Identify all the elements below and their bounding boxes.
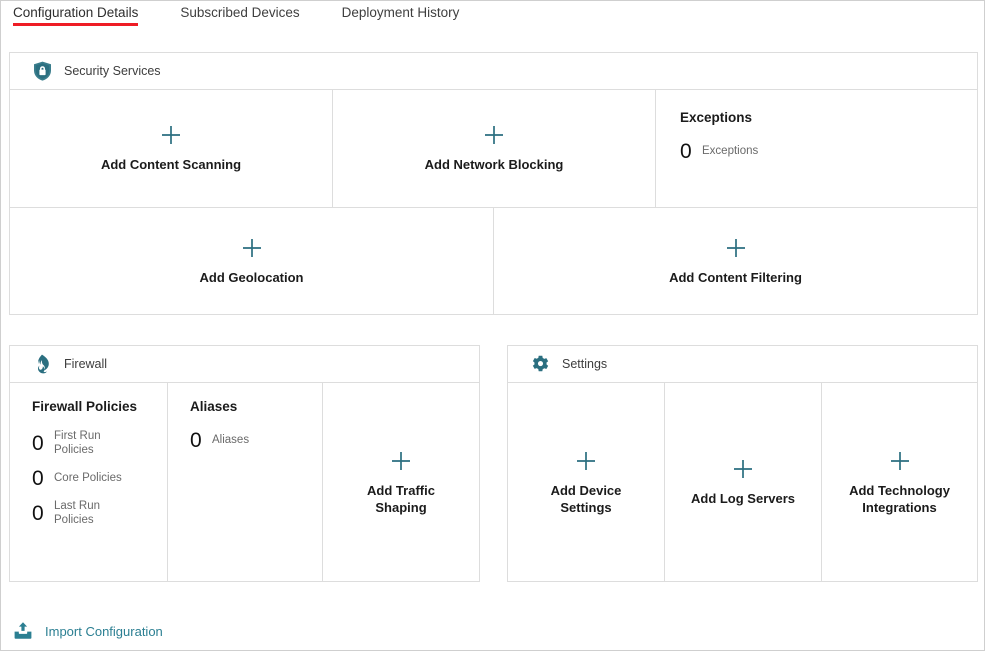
- stat-row: 0 First Run Policies: [32, 430, 167, 457]
- plus-icon: [159, 123, 183, 147]
- tile-label: Add Geolocation: [199, 270, 304, 286]
- firewall-panel: Firewall Firewall Policies 0 First Run P…: [9, 345, 480, 582]
- stat-count: 0: [190, 429, 202, 452]
- stat-label: Core Policies: [54, 471, 122, 484]
- tile-label: Add Technology Integrations: [849, 482, 950, 515]
- add-device-settings-tile[interactable]: Add Device Settings: [508, 383, 664, 582]
- tile-label: Add Content Scanning: [100, 157, 242, 173]
- plus-icon: [574, 449, 598, 473]
- tab-subscribed-devices[interactable]: Subscribed Devices: [180, 1, 299, 26]
- settings-header: Settings: [508, 346, 977, 383]
- stat-count: 0: [32, 467, 44, 491]
- aliases-stats[interactable]: Aliases 0 Aliases: [167, 383, 322, 582]
- settings-body: Add Device Settings Add Log Servers Add …: [508, 383, 977, 582]
- add-technology-integrations-tile[interactable]: Add Technology Integrations: [821, 383, 977, 582]
- firewall-header: Firewall: [10, 346, 479, 383]
- stat-label: Last Run Policies: [54, 500, 101, 526]
- tab-label: Deployment History: [341, 5, 460, 20]
- stat-label: Aliases: [212, 433, 250, 446]
- add-content-scanning-tile[interactable]: Add Content Scanning: [10, 90, 332, 207]
- settings-panel: Settings Add Device Settings Add Log Ser…: [507, 345, 978, 582]
- tab-bar: Configuration Details Subscribed Devices…: [1, 1, 986, 33]
- stat-label: Exceptions: [702, 144, 759, 157]
- stat-row: 0 Core Policies: [32, 468, 167, 489]
- tile-label: Add Network Blocking: [424, 157, 564, 173]
- upload-icon: [13, 621, 33, 641]
- add-log-servers-tile[interactable]: Add Log Servers: [664, 383, 821, 582]
- plus-icon: [389, 449, 413, 473]
- flame-icon: [32, 354, 52, 374]
- aliases-heading: Aliases: [190, 399, 238, 414]
- import-configuration-link[interactable]: Import Configuration: [13, 621, 163, 641]
- plus-icon: [888, 449, 912, 473]
- panel-title: Security Services: [64, 64, 161, 78]
- plus-icon: [482, 123, 506, 147]
- add-network-blocking-tile[interactable]: Add Network Blocking: [332, 90, 655, 207]
- security-services-header: Security Services: [10, 53, 977, 90]
- stat-row: 0 Aliases: [190, 430, 322, 451]
- exceptions-heading: Exceptions: [680, 110, 753, 125]
- stat-count: 0: [32, 502, 44, 526]
- tile-label: Add Log Servers: [690, 491, 796, 507]
- plus-icon: [724, 236, 748, 260]
- firewall-body: Firewall Policies 0 First Run Policies 0…: [10, 383, 479, 582]
- tile-label: Add Content Filtering: [669, 270, 802, 286]
- security-services-row-1: Add Content Scanning Add Network Blockin…: [10, 90, 977, 207]
- stat-row: 0 Exceptions: [680, 141, 977, 162]
- stat-count: 0: [32, 432, 44, 456]
- firewall-policies-stats[interactable]: Firewall Policies 0 First Run Policies 0…: [10, 383, 167, 582]
- add-geolocation-tile[interactable]: Add Geolocation: [10, 208, 493, 315]
- stat-count: 0: [680, 140, 692, 163]
- stat-row: 0 Last Run Policies: [32, 500, 167, 527]
- tab-label: Subscribed Devices: [180, 5, 300, 20]
- tile-label: Add Traffic Shaping: [367, 482, 435, 515]
- security-services-row-2: Add Geolocation Add Content Filtering: [10, 207, 977, 315]
- plus-icon: [731, 457, 755, 481]
- exceptions-stats-tile[interactable]: Exceptions 0 Exceptions: [655, 90, 977, 207]
- plus-icon: [240, 236, 264, 260]
- panel-title: Settings: [562, 357, 608, 371]
- tab-deployment-history[interactable]: Deployment History: [342, 1, 460, 26]
- stat-label: First Run Policies: [54, 430, 101, 456]
- add-content-filtering-tile[interactable]: Add Content Filtering: [493, 208, 977, 315]
- import-configuration-label: Import Configuration: [45, 623, 163, 639]
- add-traffic-shaping-tile[interactable]: Add Traffic Shaping: [322, 383, 479, 582]
- tab-label: Configuration Details: [13, 5, 139, 20]
- panel-title: Firewall: [64, 357, 108, 371]
- gear-icon: [530, 354, 550, 374]
- tile-label: Add Device Settings: [550, 482, 622, 515]
- firewall-policies-heading: Firewall Policies: [32, 399, 138, 414]
- shield-lock-icon: [32, 61, 52, 81]
- tab-configuration-details[interactable]: Configuration Details: [13, 1, 139, 26]
- security-services-panel: Security Services Add Content Scanning: [9, 52, 978, 315]
